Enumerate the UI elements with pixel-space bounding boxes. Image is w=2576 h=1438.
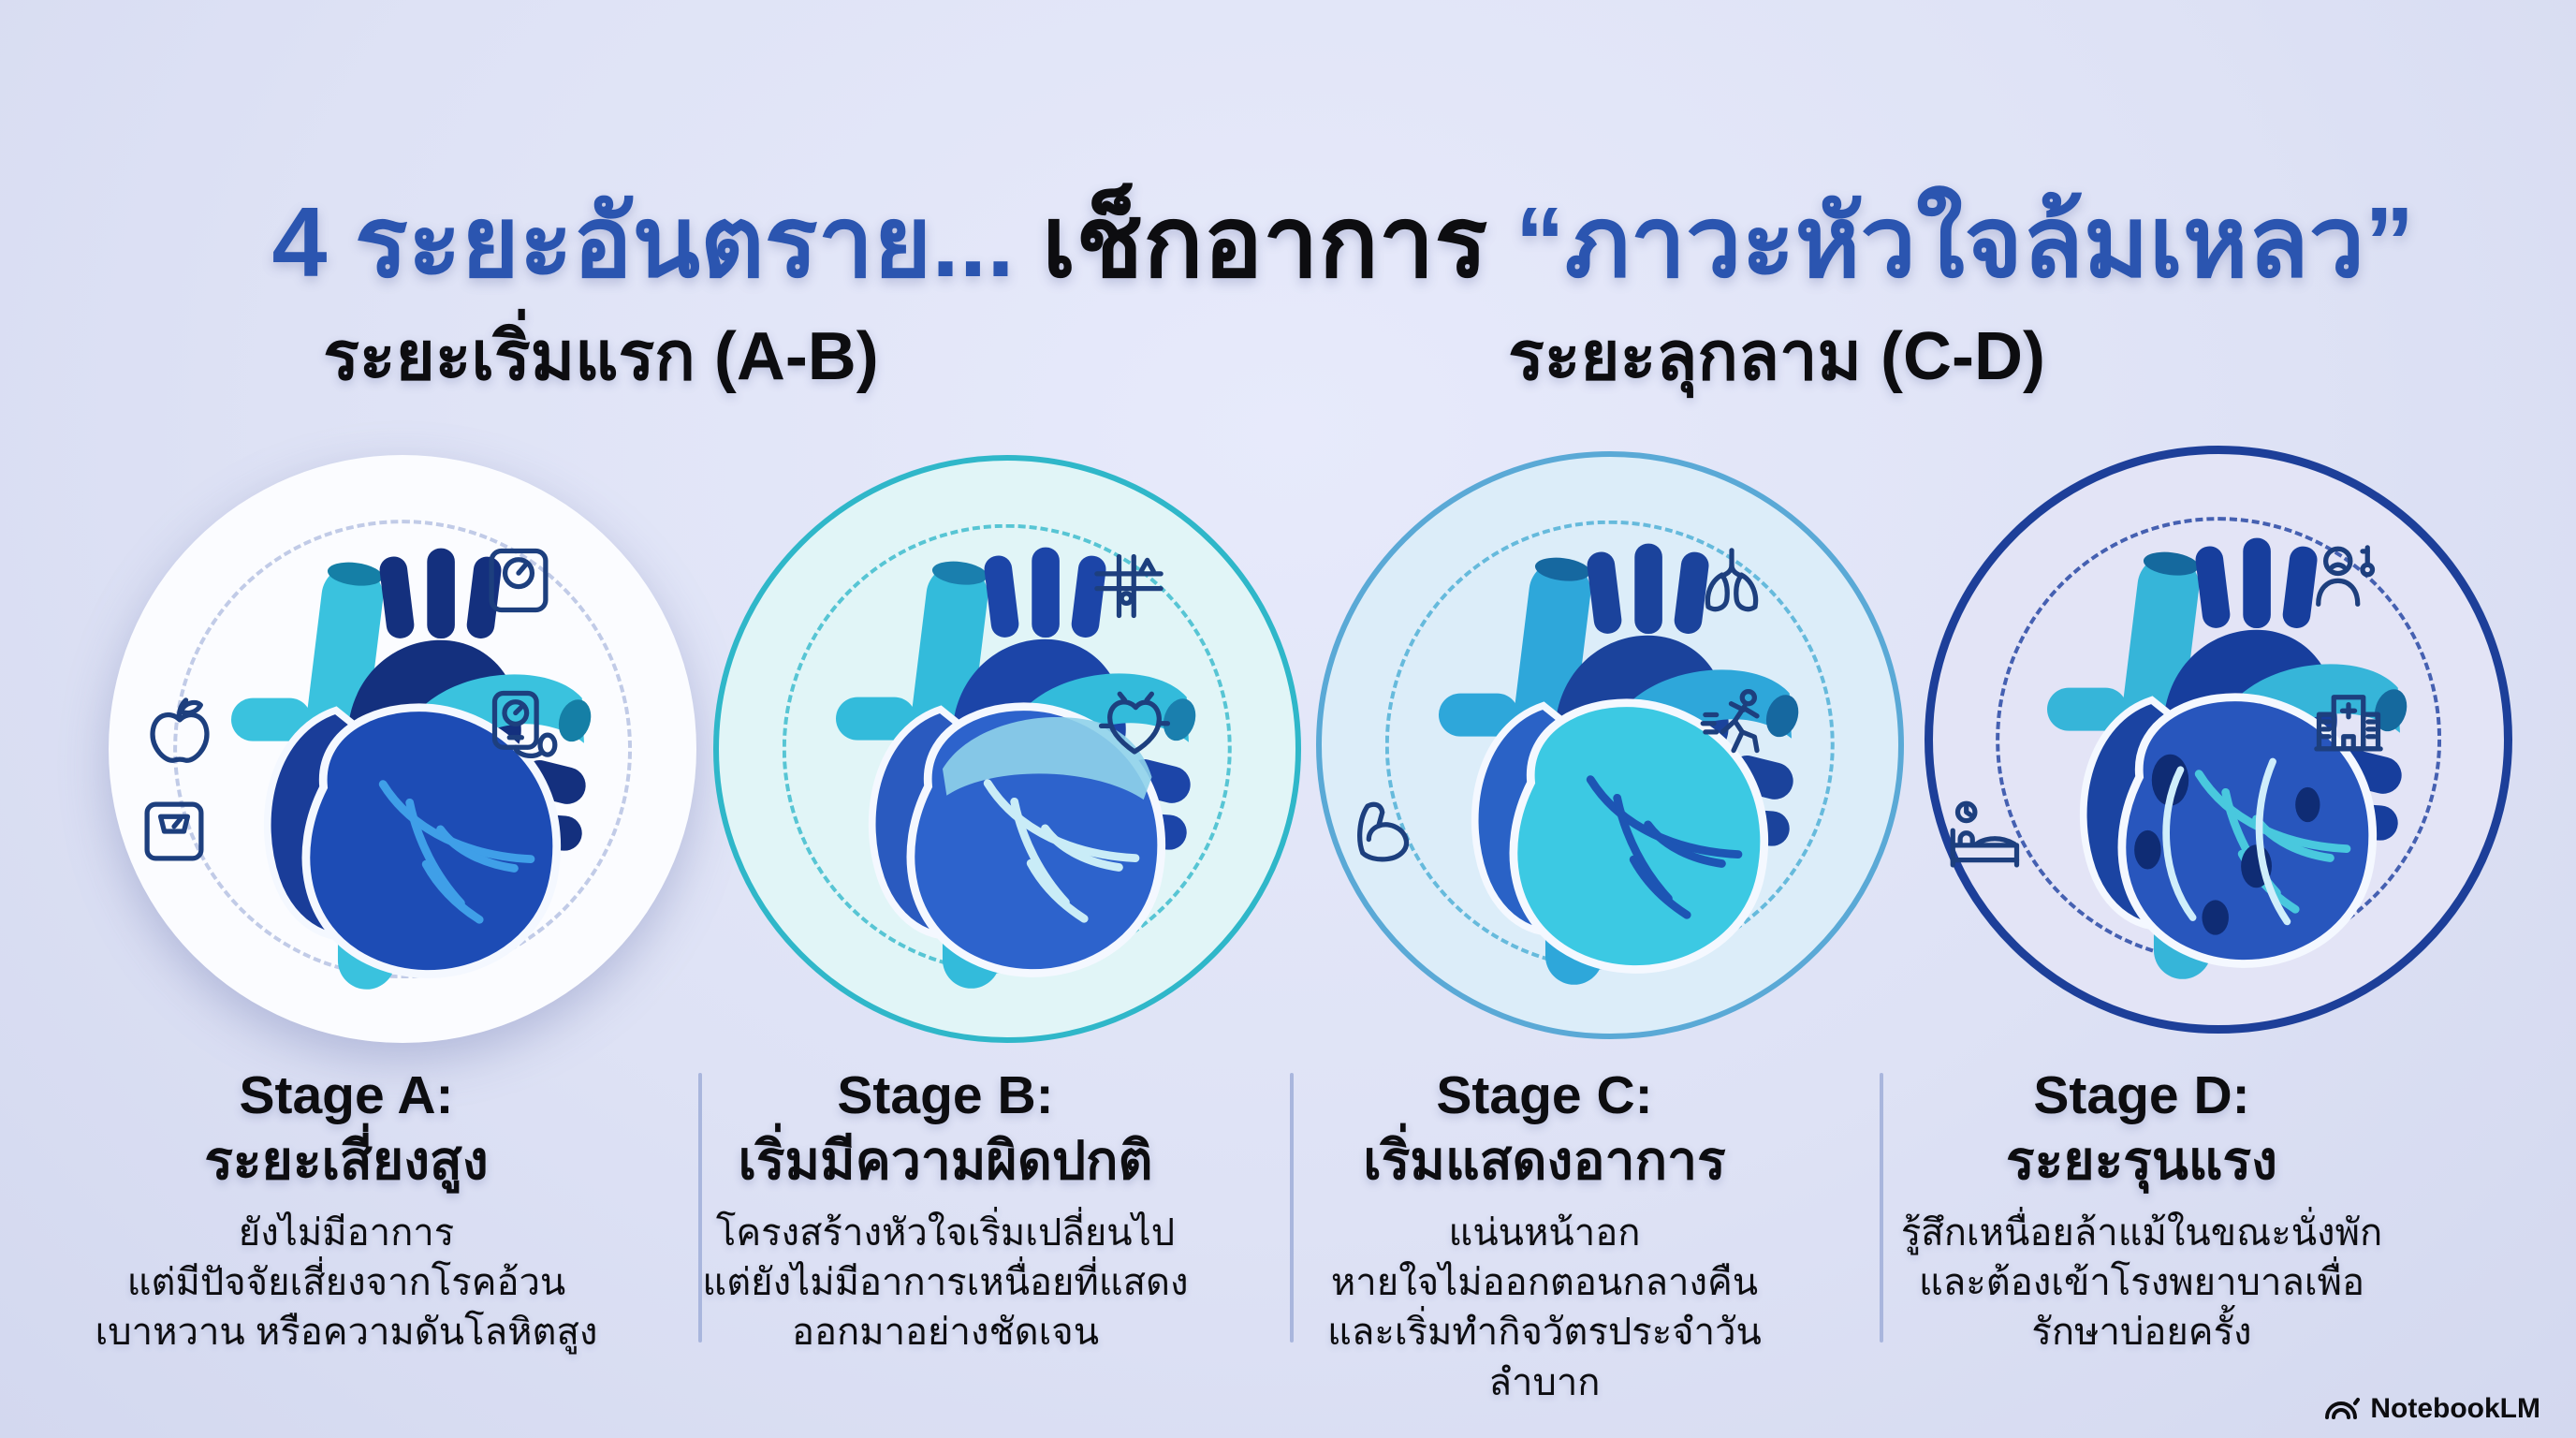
stage-a-title-en: Stage A: [239, 1065, 454, 1125]
stage-c-description: แน่นหน้าอก หายใจไม่ออกตอนกลางคืน และเริ่… [1327, 1212, 1762, 1403]
stage-c-title-en: Stage C: [1436, 1065, 1653, 1125]
stage-a-description: ยังไม่มีอาการ แต่มีปัจจัยเสี่ยงจากโรคอ้ว… [95, 1212, 598, 1354]
stage-d-subtitle-th: ระยะรุนแรง [2005, 1130, 2277, 1191]
column-divider [1290, 1073, 1294, 1343]
page-title: 4 ระยะอันตราย... เช็กอาการ “ภาวะหัวใจล้ม… [0, 49, 2576, 433]
stage-c-subtitle-th: เริ่มแสดงอาการ [1363, 1130, 1726, 1191]
stage-b-circle [713, 455, 1301, 1043]
stage-b-title: Stage B: เริ่มมีความผิดปกติ [693, 1064, 1198, 1194]
heart-illustration-stage-a [179, 525, 626, 1007]
stage-c-title: Stage C: เริ่มแสดงอาการ [1294, 1064, 1795, 1194]
column-divider [698, 1073, 702, 1343]
bicep-icon [1348, 794, 1427, 873]
dashed-ring [173, 520, 632, 978]
heart-small-icon [1095, 689, 1174, 768]
notebooklm-logo-icon [2325, 1398, 2361, 1419]
heart-illustration-stage-c [1386, 521, 1834, 1004]
stage-a-title: Stage A: ระยะเสี่ยงสูง [89, 1064, 604, 1194]
title-part-2: เช็กอาการ [1042, 187, 1515, 298]
weight-scale-icon [479, 541, 558, 620]
title-part-3: “ภาวะหัวใจล้มเหลว” [1515, 187, 2415, 298]
stage-d-title: Stage D: ระยะรุนแรง [1889, 1064, 2394, 1194]
column-divider [1880, 1073, 1883, 1343]
runner-icon [1698, 685, 1777, 764]
bed-clock-icon [1942, 799, 2032, 877]
apple-icon [140, 693, 219, 771]
title-part-1: 4 ระยะอันตราย... [271, 187, 1043, 298]
heart-illustration-stage-d [1995, 516, 2442, 998]
stage-a-text-block: Stage A: ระยะเสี่ยงสูง ยังไม่มีอาการ แต่… [89, 1064, 604, 1358]
section-label-advanced-stage: ระยะลุกลาม (C-D) [1508, 319, 2045, 394]
stage-b-text-block: Stage B: เริ่มมีความผิดปกติ โครงสร้างหัว… [693, 1064, 1198, 1358]
stage-d-circle [1925, 446, 2512, 1034]
section-label-early-stage: ระยะเริ่มแรก (A-B) [323, 319, 879, 394]
stage-b-subtitle-th: เริ่มมีความผิดปกติ [738, 1130, 1153, 1191]
notebooklm-label: NotebookLM [2370, 1393, 2540, 1424]
ecg-graph-icon [1090, 547, 1168, 625]
stage-c-circle [1316, 451, 1904, 1039]
stage-b-description: โครงสร้างหัวใจเริ่มเปลี่ยนไป แต่ยังไม่มี… [702, 1212, 1189, 1354]
bathroom-scale-icon [135, 792, 213, 871]
sick-person-icon [2304, 540, 2382, 619]
heart-illustration-stage-b [783, 525, 1231, 1007]
stage-d-title-en: Stage D: [2033, 1065, 2250, 1125]
stage-c-text-block: Stage C: เริ่มแสดงอาการ แน่นหน้าอก หายใจ… [1294, 1064, 1795, 1408]
blood-pressure-icon [485, 683, 564, 762]
stage-a-circle [109, 455, 696, 1043]
stage-b-title-en: Stage B: [837, 1065, 1054, 1125]
notebooklm-watermark: NotebookLM [2323, 1393, 2540, 1425]
lungs-icon [1692, 543, 1771, 622]
hospital-icon [2309, 682, 2388, 761]
stage-a-subtitle-th: ระยะเสี่ยงสูง [204, 1130, 489, 1191]
stage-d-description: รู้สึกเหนื่อยล้าแม้ในขณะนั่งพัก และต้องเ… [1900, 1212, 2383, 1354]
stage-d-text-block: Stage D: ระยะรุนแรง รู้สึกเหนื่อยล้าแม้ใ… [1889, 1064, 2394, 1358]
